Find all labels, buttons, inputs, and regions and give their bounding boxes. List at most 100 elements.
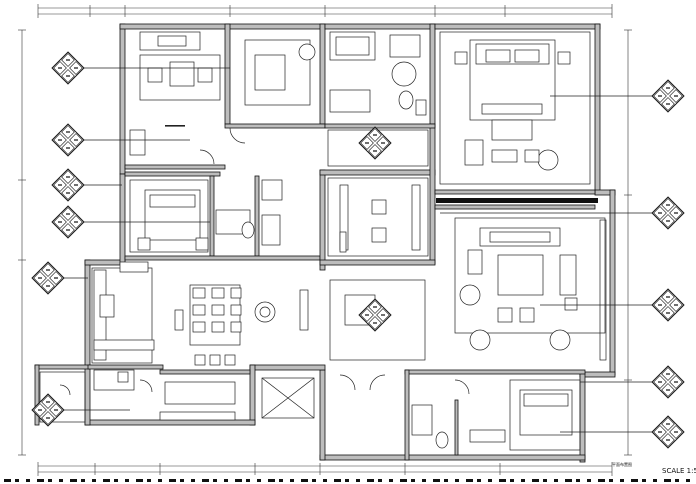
title-bar-tick <box>598 479 605 482</box>
title-bar-tick <box>543 479 547 482</box>
drawing-caption: 平面布置图 <box>612 461 632 467</box>
title-bar-tick <box>356 479 360 482</box>
dressing-room <box>327 129 429 257</box>
balcony <box>39 371 86 423</box>
living-room <box>454 217 607 361</box>
title-bar-tick <box>477 479 481 482</box>
title-bar-tick <box>202 479 209 482</box>
title-bar-tick <box>37 479 44 482</box>
title-bar-tick <box>279 479 283 482</box>
material-symbol-icon <box>651 79 685 113</box>
title-bar-tick <box>334 479 341 482</box>
title-bar-tick <box>136 479 143 482</box>
title-bar-tick <box>631 479 638 482</box>
dimension-lines-right <box>624 29 632 456</box>
material-symbols <box>31 51 685 449</box>
title-bar-tick <box>455 479 459 482</box>
title-bar-tick <box>114 479 118 482</box>
window-band <box>436 198 598 203</box>
title-bar-tick <box>147 479 151 482</box>
title-bar-tick <box>642 479 646 482</box>
material-symbol-icon <box>51 51 85 85</box>
title-bar-tick <box>26 479 30 482</box>
title-bar-tick <box>15 479 19 482</box>
title-bar-tick <box>422 479 426 482</box>
material-symbol-icon <box>31 393 65 427</box>
title-bar-tick <box>103 479 110 482</box>
title-bar-tick <box>235 479 242 482</box>
material-symbol-icon <box>31 261 65 295</box>
material-symbol-icon <box>651 415 685 449</box>
dimension-lines-bottom <box>37 462 613 476</box>
title-bar-tick <box>400 479 407 482</box>
title-bar-tick <box>312 479 316 482</box>
interior-walls <box>87 123 596 461</box>
title-bar-tick <box>257 479 261 482</box>
title-bar-tick <box>587 479 591 482</box>
title-bar-tick <box>620 479 624 482</box>
title-bar-tick <box>268 479 275 482</box>
title-bar-tick <box>158 479 162 482</box>
bathroom <box>329 31 427 116</box>
bedroom <box>129 179 283 253</box>
title-bar-tick <box>378 479 382 482</box>
leader-lines <box>62 67 655 433</box>
title-bar-tick <box>70 479 77 482</box>
title-bar-tick <box>81 479 85 482</box>
title-bar-tick <box>488 479 492 482</box>
title-bar-tick <box>532 479 539 482</box>
title-bar-tick <box>367 479 374 482</box>
title-bar-tick <box>675 479 679 482</box>
dimension-lines-top <box>37 4 613 18</box>
title-bar-tick <box>653 479 657 482</box>
title-bar-tick <box>301 479 308 482</box>
title-bar-tick <box>213 479 217 482</box>
title-bar-tick <box>345 479 349 482</box>
title-bar-tick <box>576 479 580 482</box>
title-bar-tick <box>411 479 415 482</box>
title-bar-pattern <box>0 478 696 484</box>
scale-label: SCALE 1:50 <box>662 467 696 475</box>
title-bar-tick <box>48 479 52 482</box>
material-symbol-icon <box>651 288 685 322</box>
title-bar-tick <box>686 479 690 482</box>
material-symbol-icon <box>651 196 685 230</box>
material-symbol-icon <box>651 365 685 399</box>
title-bar-tick <box>433 479 440 482</box>
material-symbol-icon <box>51 123 85 157</box>
material-symbol-icon <box>51 168 85 202</box>
elevator <box>261 377 315 419</box>
title-bar-tick <box>510 479 514 482</box>
title-bar-tick <box>565 479 572 482</box>
title-bar-tick <box>554 479 558 482</box>
material-symbol-icon <box>358 126 392 160</box>
title-bar-tick <box>444 479 448 482</box>
dining-room <box>159 284 309 421</box>
title-bar-tick <box>609 479 613 482</box>
title-bar-tick <box>389 479 393 482</box>
material-symbol-icon <box>51 205 85 239</box>
title-bar-tick <box>499 479 506 482</box>
title-bar-tick <box>664 479 671 482</box>
title-bar-tick <box>224 479 228 482</box>
title-bar-tick <box>59 479 63 482</box>
exterior-walls <box>34 23 616 463</box>
title-bar-tick <box>4 479 11 482</box>
title-bar-tick <box>191 479 195 482</box>
title-bar-tick <box>125 479 129 482</box>
guest-bedroom <box>411 379 581 451</box>
title-bar-tick <box>169 479 176 482</box>
title-bar-tick <box>521 479 525 482</box>
kitchen <box>91 261 155 393</box>
corridor <box>229 39 316 144</box>
master-bedroom <box>439 31 591 185</box>
title-bar-tick <box>466 479 473 482</box>
title-bar-tick <box>92 479 96 482</box>
title-bar-tick <box>180 479 184 482</box>
material-symbol-icon <box>358 298 392 332</box>
dimension-lines-left <box>18 29 26 456</box>
title-bar-tick <box>246 479 250 482</box>
study-room <box>129 31 221 165</box>
title-bar-tick <box>323 479 327 482</box>
